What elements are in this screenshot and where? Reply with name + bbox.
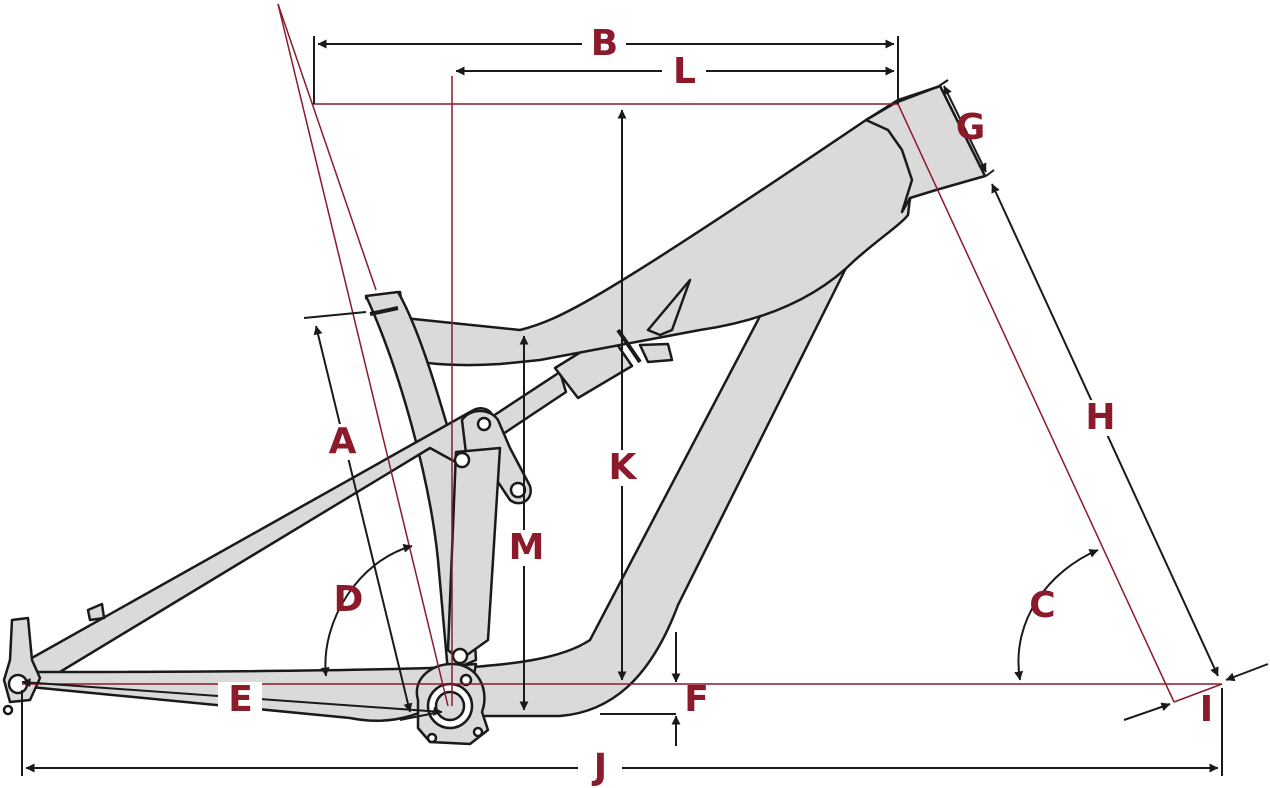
- label-J: J: [578, 750, 622, 786]
- top-tube: [364, 84, 987, 367]
- label-B: B: [582, 26, 626, 62]
- seat-tube-axis-secondary: [277, 3, 377, 291]
- label-F: F: [684, 679, 709, 720]
- label-E: E: [218, 682, 262, 718]
- lower-link: [446, 446, 502, 662]
- label-K: K: [600, 450, 644, 486]
- bottom-bracket-inner: [434, 690, 466, 722]
- bridge-tab: [86, 602, 106, 622]
- label-M: M: [504, 530, 548, 566]
- label-I: I: [1199, 689, 1213, 730]
- trail-offset-line: [1173, 683, 1223, 703]
- label-G: G: [955, 107, 986, 148]
- label-C: C: [1029, 585, 1055, 626]
- label-L: L: [662, 54, 706, 90]
- label-D: D: [333, 579, 364, 620]
- label-H: H: [1078, 400, 1122, 436]
- dim-D: [320, 543, 413, 677]
- dim-C: [1014, 549, 1099, 681]
- shock-mount: [646, 278, 692, 337]
- seat-stay: [12, 407, 502, 686]
- label-A: A: [320, 424, 364, 460]
- frame: [2, 84, 987, 746]
- dim-I: [1123, 702, 1171, 721]
- dim-A: [313, 325, 413, 713]
- dim-G: [943, 85, 987, 173]
